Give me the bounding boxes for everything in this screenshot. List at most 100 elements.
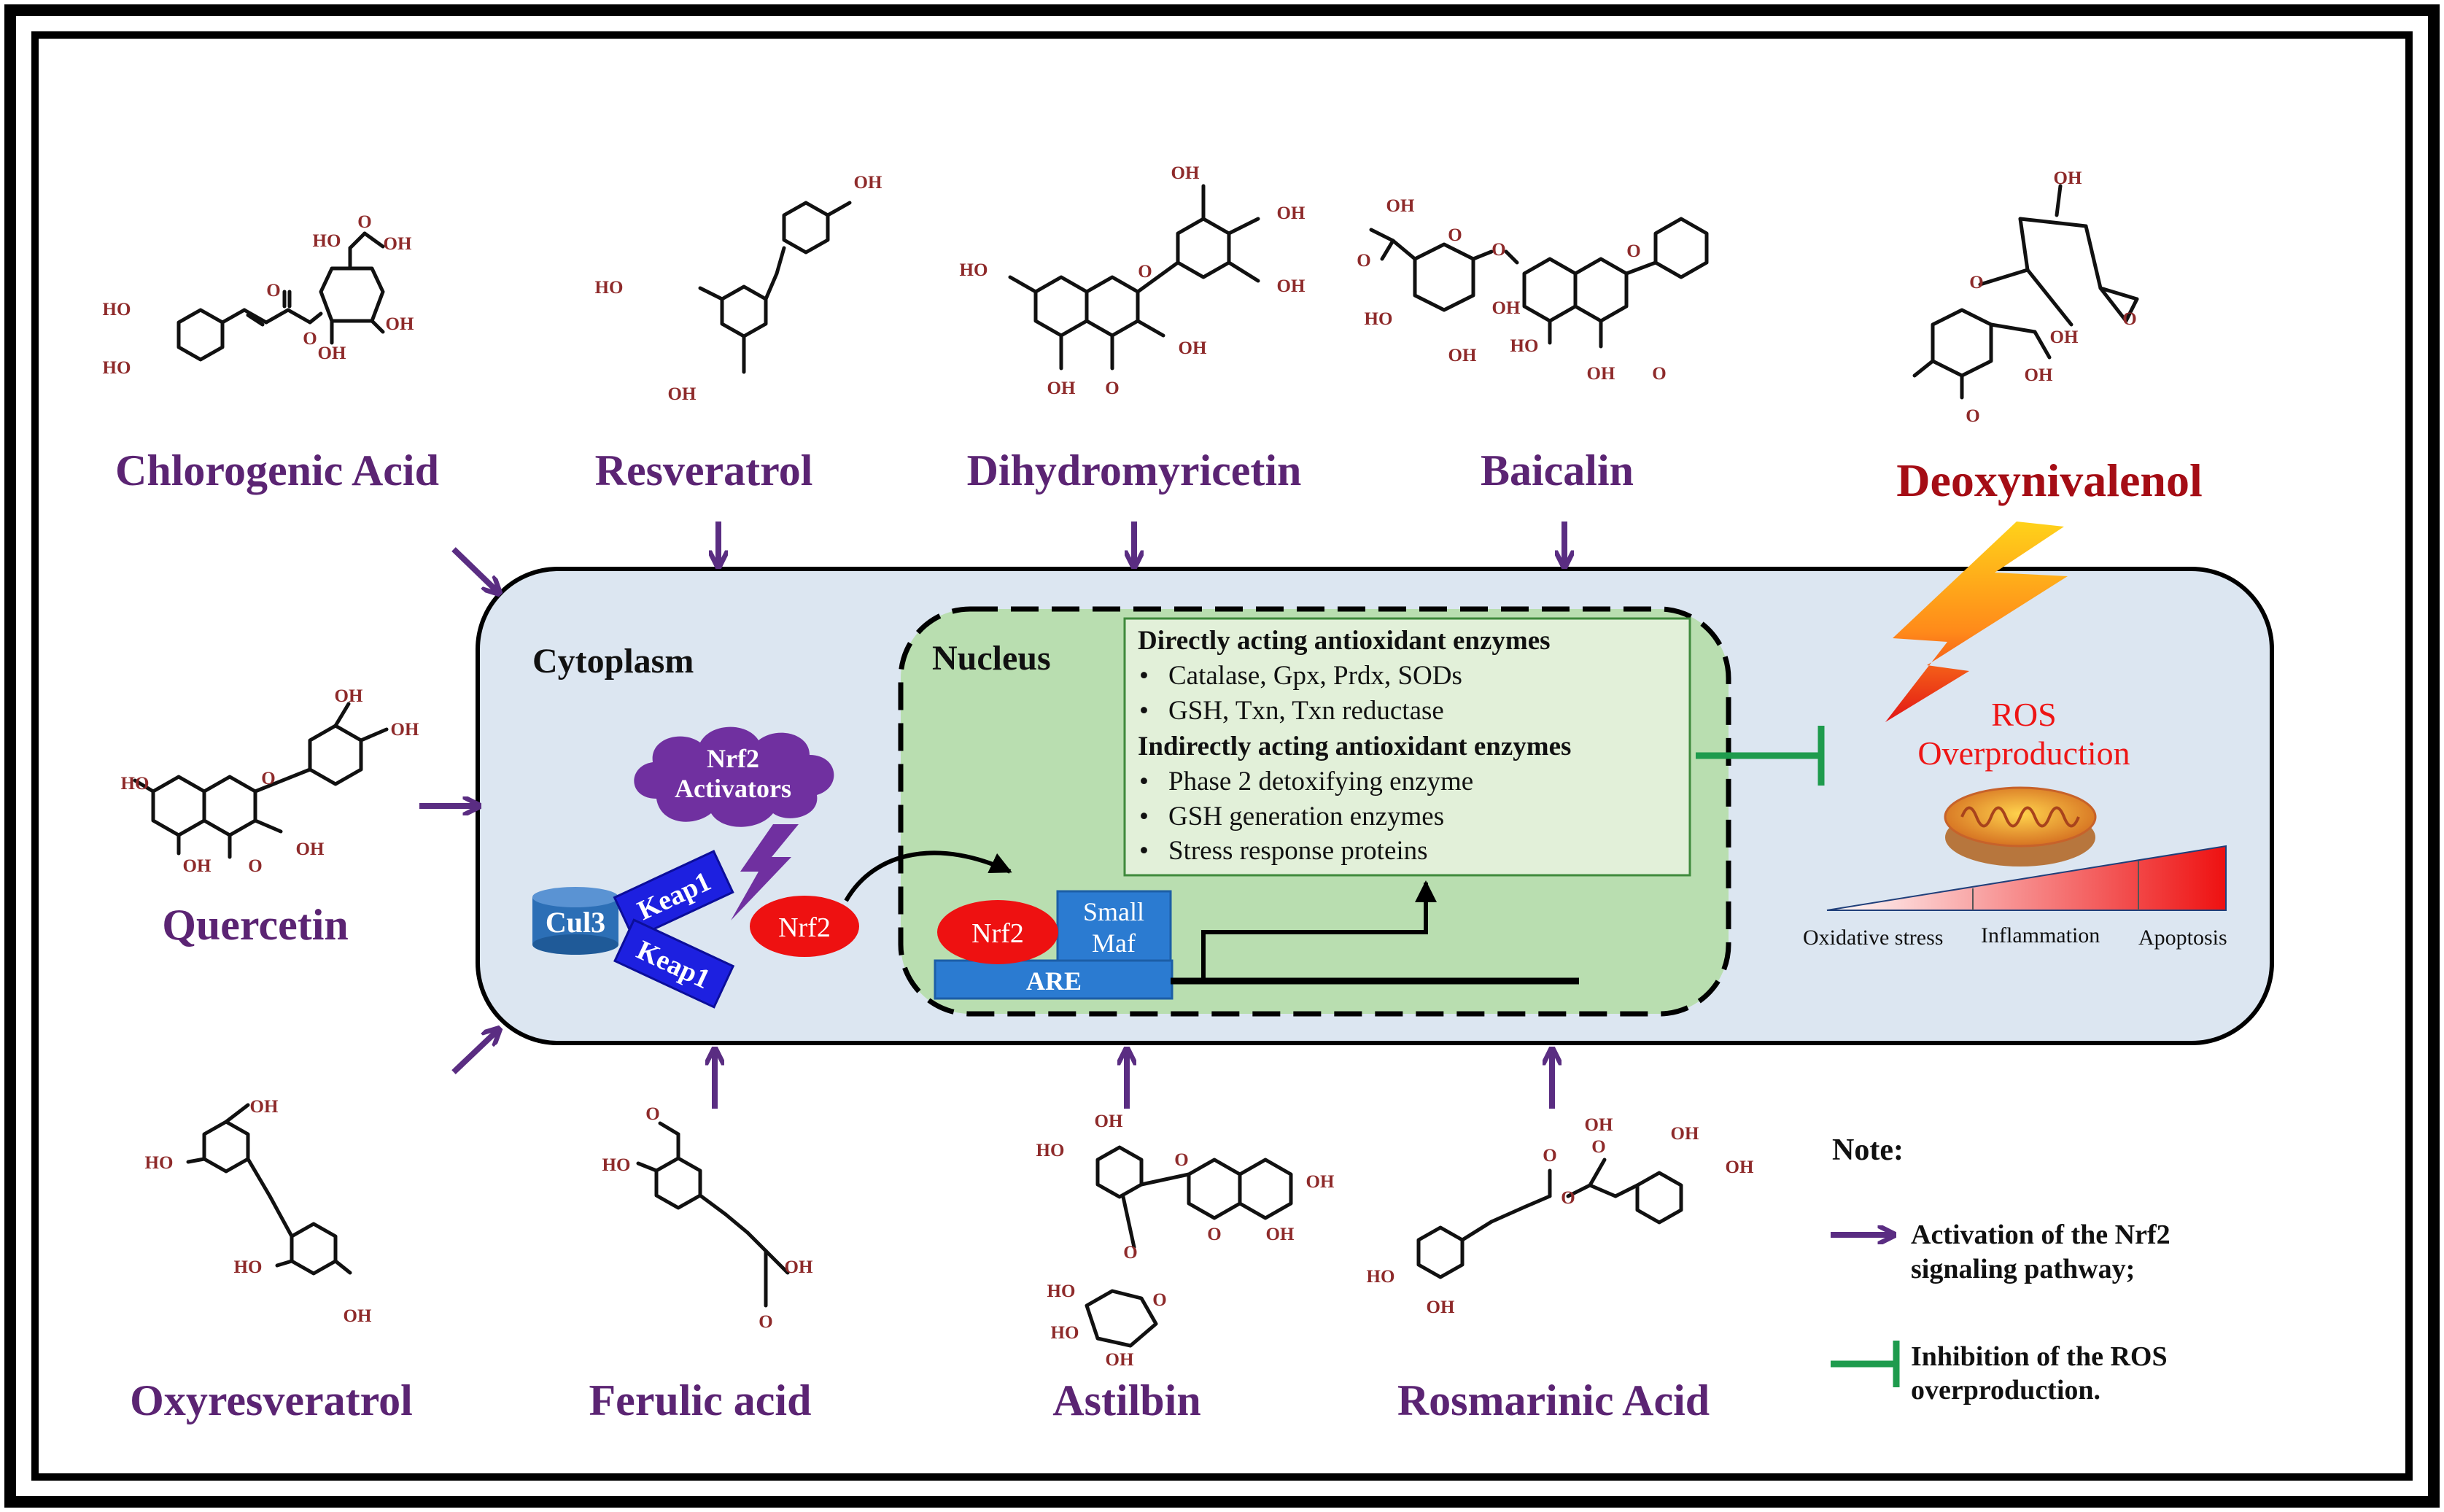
- bullet-indirect-3: •: [1139, 836, 1149, 866]
- note-inhibition-line-1: Inhibition of the ROS: [1911, 1341, 2168, 1372]
- dihydromyricetin-atom-ho1: HO: [960, 260, 988, 280]
- deoxynivalenol-atom-o-epox: O: [2122, 309, 2136, 329]
- astilbin-structure: [1085, 1145, 1293, 1348]
- astilbin-atom-oh2: OH: [1266, 1225, 1295, 1244]
- baicalin-structure: [1369, 217, 1709, 349]
- baicalin-atom-ho-sugar: HO: [1365, 309, 1393, 329]
- rosmarinic-atom-o-acid: O: [1591, 1137, 1605, 1157]
- dihydromyricetin-atom-oh2: OH: [1277, 203, 1306, 223]
- chlorogenic-atom-oh-b: OH: [386, 314, 414, 334]
- compound-name-rosmarinic-acid: Rosmarinic Acid: [1397, 1376, 1710, 1424]
- compound-name-quercetin: Quercetin: [162, 901, 349, 949]
- nrf2-activators-cloud: Nrf2 Activators: [634, 726, 834, 827]
- bullet-direct-2: •: [1139, 696, 1149, 726]
- astilbin-atom-o-sugar: O: [1152, 1290, 1166, 1310]
- ferulic-atom-oh1: OH: [785, 1257, 813, 1277]
- resveratrol-structure: [698, 201, 852, 374]
- astilbin-atom-ho2: HO: [1047, 1282, 1076, 1301]
- scale-oxidative-stress: Oxidative stress: [1803, 926, 1943, 950]
- rosmarinic-atom-oh1: OH: [1671, 1124, 1699, 1144]
- deoxynivalenol-atom-o-keto: O: [1966, 406, 1979, 426]
- ferulic-acid-structure: [636, 1121, 790, 1308]
- quercetin-atom-oh2: OH: [391, 720, 419, 740]
- indirect-enzymes-heading: Indirectly acting antioxidant enzymes: [1138, 732, 1571, 761]
- chlorogenic-atom-ho-b: HO: [103, 358, 131, 378]
- rosmarinic-atom-ho1: HO: [1367, 1267, 1395, 1287]
- rosmarinic-atom-oh-acid: OH: [1585, 1115, 1613, 1135]
- deoxynivalenol-atom-o-ring: O: [1969, 273, 1983, 292]
- rosmarinic-atom-o-keto: O: [1543, 1146, 1556, 1166]
- baicalin-atom-oh-aglycone: OH: [1587, 364, 1615, 384]
- ferulic-atom-o-methoxy: O: [645, 1104, 659, 1124]
- cytoplasm-label: Cytoplasm: [532, 642, 694, 681]
- dihydromyricetin-atom-oh1: OH: [1171, 163, 1200, 183]
- dihydromyricetin-atom-o-keto: O: [1105, 379, 1119, 398]
- quercetin-atom-o-ring: O: [261, 769, 275, 788]
- oxyresveratrol-atom-ho2: HO: [234, 1257, 263, 1277]
- quercetin-atom-ho1: HO: [121, 774, 150, 794]
- scale-apoptosis: Apoptosis: [2138, 926, 2227, 950]
- astilbin-atom-ho1: HO: [1036, 1141, 1065, 1160]
- note-activation-line-1: Activation of the Nrf2: [1911, 1220, 2170, 1250]
- ferulic-atom-o-keto: O: [759, 1312, 772, 1332]
- toxin-lightning-icon: [1885, 522, 2068, 722]
- quercetin-structure: [133, 702, 389, 859]
- note-inhibition-line-2: overproduction.: [1911, 1375, 2100, 1406]
- note-inhibition-icon: [1831, 1341, 1900, 1387]
- compound-name-chlorogenic-acid: Chlorogenic Acid: [115, 446, 439, 495]
- cul3-label: Cul3: [546, 906, 605, 939]
- oxyresveratrol-structure: [186, 1103, 352, 1276]
- mitochondrion-icon: [1944, 786, 2097, 867]
- dihydromyricetin-atom-oh3: OH: [1277, 276, 1306, 296]
- baicalin-atom-oh-sugar2: OH: [1492, 298, 1521, 318]
- chlorogenic-atom-o-carb: O: [266, 281, 280, 301]
- damage-severity-wedge: [1826, 845, 2227, 911]
- rosmarinic-acid-structure: [1416, 1158, 1683, 1279]
- indirect-enzymes-item-1: Phase 2 detoxifying enzyme: [1168, 767, 1473, 796]
- dihydromyricetin-atom-oh4: OH: [1179, 338, 1207, 358]
- arrow-chlorogenic-acid: [451, 547, 498, 592]
- baicalin-atom-oh-sugar1: OH: [1448, 346, 1477, 365]
- astilbin-atom-oh4: OH: [1106, 1350, 1134, 1370]
- small-maf-protein: Small Maf: [1056, 890, 1172, 962]
- oxyresveratrol-atom-oh2: OH: [344, 1306, 372, 1326]
- rosmarinic-atom-o-ester: O: [1561, 1188, 1575, 1208]
- scale-inflammation: Inflammation: [1981, 923, 2100, 947]
- baicalin-atom-o-sugar: O: [1448, 225, 1462, 245]
- atom-labels: HO HO O O HO O OH OH OH OH HO OH OH OH O…: [103, 163, 2137, 1370]
- indirect-enzymes-item-2: GSH generation enzymes: [1168, 802, 1444, 831]
- deoxynivalenol-structure: [1912, 184, 2139, 400]
- are-label: ARE: [1026, 966, 1082, 996]
- baicalin-atom-o-link: O: [1491, 240, 1505, 260]
- deoxynivalenol-atom-oh-mid: OH: [2050, 327, 2079, 347]
- bullet-direct-1: •: [1139, 661, 1149, 691]
- baicalin-atom-o-keto: O: [1652, 364, 1666, 384]
- bullet-indirect-2: •: [1139, 802, 1149, 831]
- legend-note: Note: Activation of the Nrf2 signaling p…: [1831, 1133, 2170, 1406]
- baicalin-atom-o-ring: O: [1626, 241, 1640, 261]
- compound-name-baicalin: Baicalin: [1481, 446, 1634, 495]
- chlorogenic-atom-ho-c: HO: [313, 231, 341, 251]
- astilbin-atom-ho3: HO: [1051, 1323, 1079, 1343]
- nrf2-translocation-arrow: [844, 850, 1012, 902]
- baicalin-atom-o-acid: O: [1357, 251, 1370, 271]
- compound-name-dihydromyricetin: Dihydromyricetin: [967, 446, 1302, 495]
- nrf2-cytoplasmic: Nrf2: [750, 896, 859, 957]
- astilbin-atom-oh3: OH: [1306, 1172, 1335, 1192]
- activation-arrows: [419, 522, 1564, 1109]
- bullet-indirect-1: •: [1139, 767, 1149, 796]
- compound-name-ferulic-acid: Ferulic acid: [589, 1376, 812, 1424]
- direct-enzymes-item-2: GSH, Txn, Txn reductase: [1168, 696, 1444, 726]
- outer-frame: [4, 4, 2440, 1508]
- transcription-arrow: [1201, 880, 1437, 981]
- oxyresveratrol-atom-ho1: HO: [145, 1153, 174, 1173]
- compound-name-resveratrol: Resveratrol: [595, 446, 813, 495]
- chlorogenic-atom-o-ester: O: [303, 329, 317, 349]
- are-element: ARE: [934, 959, 1173, 1000]
- astilbin-atom-oh1: OH: [1095, 1112, 1123, 1131]
- rosmarinic-atom-oh3: OH: [1427, 1298, 1455, 1317]
- note-title: Note:: [1832, 1133, 1904, 1167]
- resveratrol-atom-oh-top: OH: [854, 173, 882, 193]
- baicalin-atom-ho-aglycone: HO: [1510, 336, 1539, 356]
